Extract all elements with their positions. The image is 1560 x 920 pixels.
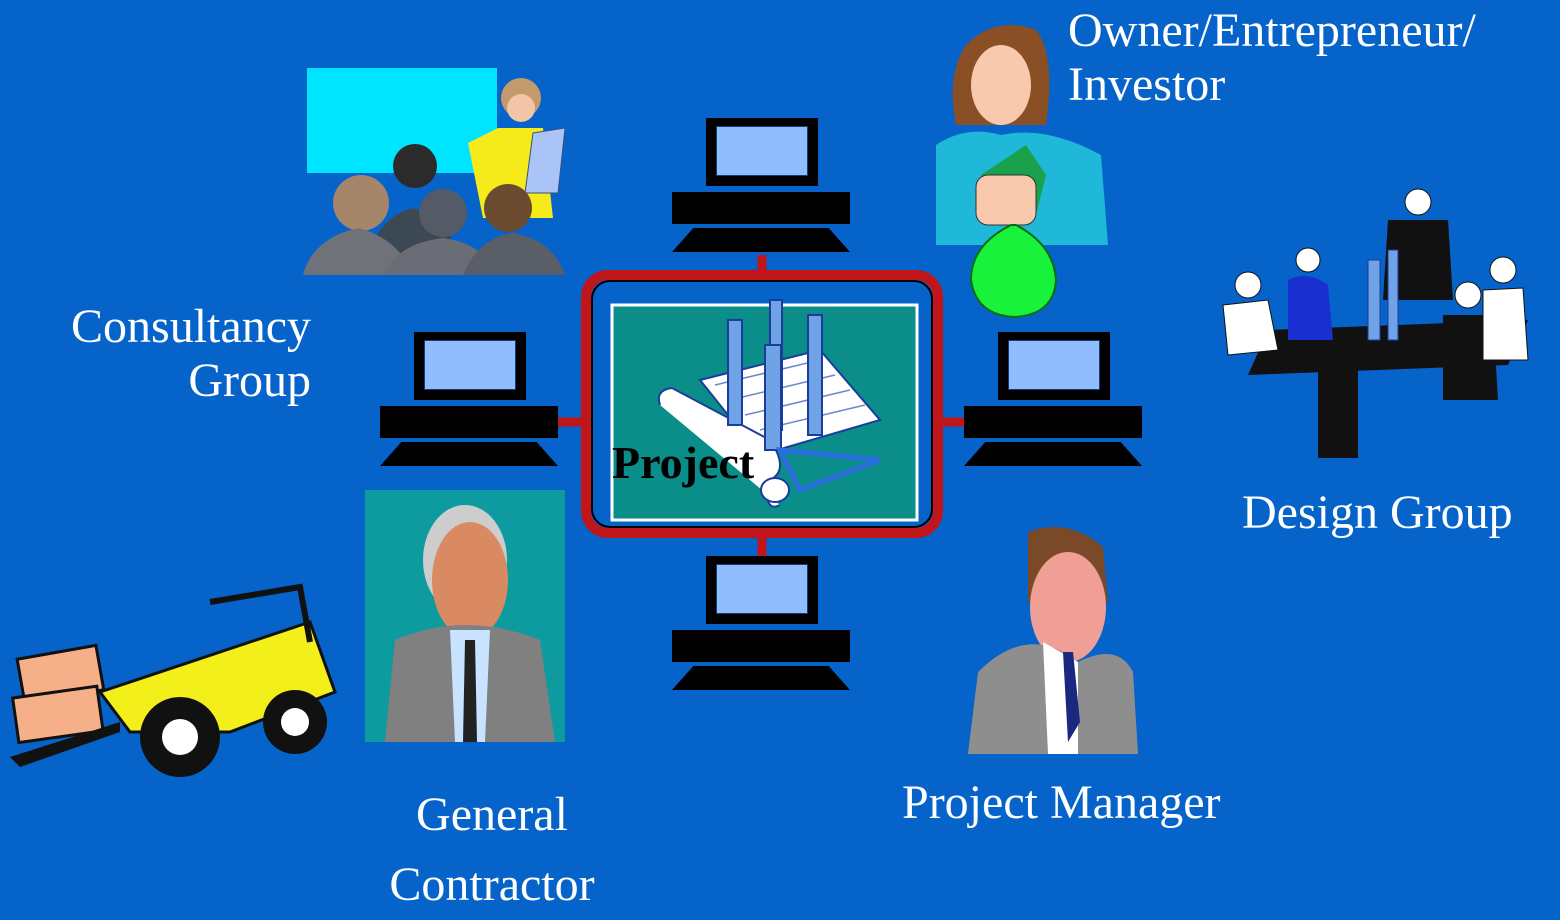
project-manager-label: Project Manager [902,776,1221,829]
network-diagram [556,255,966,556]
owner-label: Owner/Entrepreneur/ Investor [1068,4,1476,112]
general-contractor-label-line1: General [416,788,568,841]
consultancy-label-line2: Group [188,354,311,407]
project-manager-image [968,527,1138,754]
computer-right [964,332,1144,482]
blueprint-icon [657,299,882,508]
computer-bottom [672,556,852,706]
owner-label-line2: Investor [1068,58,1226,111]
project-label: Project [612,437,755,488]
general-contractor-label-line2: Contractor [389,858,595,911]
general-contractor-label: General Contractor [322,780,662,920]
network-ring-inner [591,280,933,528]
network-ring [581,270,943,538]
design-group-image [1208,180,1553,462]
computer-left [380,332,560,482]
design-group-label: Design Group [1242,486,1513,539]
forklift-image [10,583,337,777]
consultancy-meeting-image [303,68,565,275]
owner-label-line1: Owner/Entrepreneur/ [1068,4,1476,57]
general-contractor-image [365,490,565,742]
owner-investor-image [936,25,1108,319]
consultancy-label-line1: Consultancy [71,300,311,353]
computer-top [672,118,852,268]
consultancy-label: Consultancy Group [71,300,311,408]
